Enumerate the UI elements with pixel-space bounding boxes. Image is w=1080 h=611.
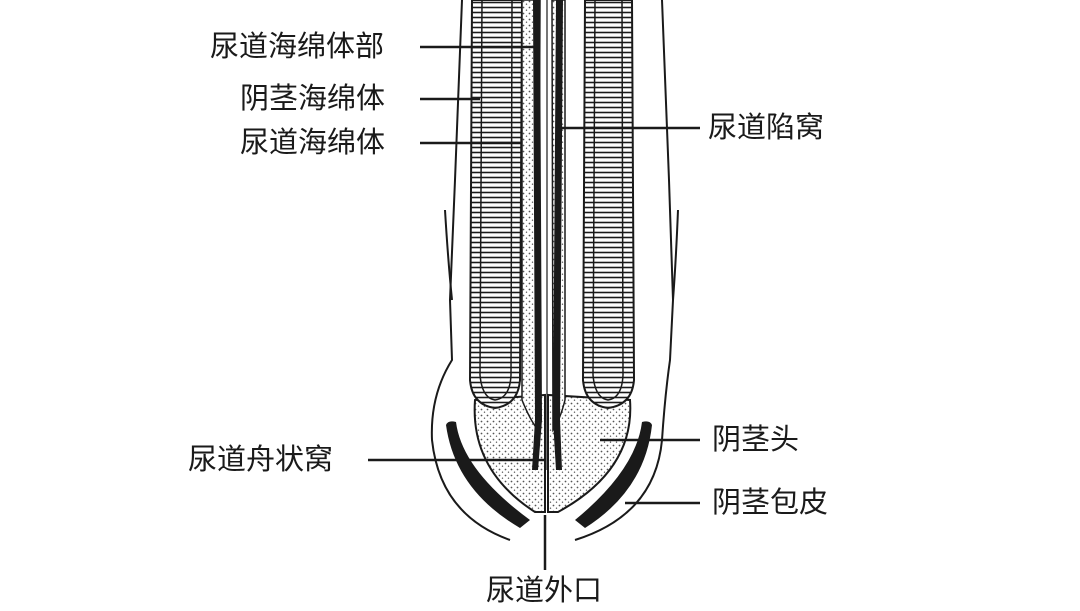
glans-region — [473, 393, 632, 513]
prepuce-bands — [446, 421, 652, 528]
label-corpus-cavernosum-penis: 阴茎海绵体 — [240, 81, 386, 115]
label-external-urethral-orifice: 尿道外口 — [486, 573, 603, 607]
label-navicular-fossa: 尿道舟状窝 — [188, 442, 334, 476]
left-corpus-cavernosum — [468, 0, 524, 410]
urethra — [532, 0, 563, 470]
leader-lines — [368, 45, 700, 570]
right-corpus-cavernosum — [581, 0, 636, 410]
label-corpus-spongiosum: 尿道海绵体 — [240, 125, 386, 159]
label-urethral-lacuna: 尿道陷窝 — [708, 110, 825, 144]
label-urethra-spongy-part: 尿道海绵体部 — [210, 29, 385, 63]
label-prepuce: 阴茎包皮 — [712, 485, 829, 519]
label-glans-penis: 阴茎头 — [712, 422, 800, 456]
